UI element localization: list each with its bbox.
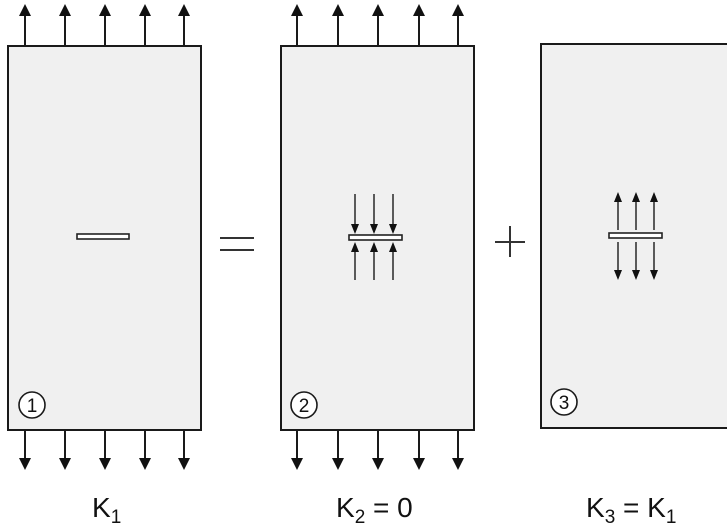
crack-2 xyxy=(348,234,403,241)
plus-sign xyxy=(495,226,525,257)
k-label-2: K2 = 0 xyxy=(336,492,413,528)
crack-opening-arrows-3 xyxy=(614,192,658,280)
k-symbol-1: K xyxy=(92,492,111,523)
k-equation-2: = 0 xyxy=(365,492,412,523)
k-symbol-3: K xyxy=(586,492,605,523)
k-equation-3: = K xyxy=(615,492,666,523)
k-subscript-3b: 1 xyxy=(666,507,677,528)
k-symbol-2: K xyxy=(336,492,355,523)
k-label-3: K3 = K1 xyxy=(586,492,676,528)
k-subscript-2: 2 xyxy=(355,507,366,528)
panel-number-circle-1 xyxy=(18,391,46,419)
panel-2: 2 xyxy=(280,4,475,470)
panel-number-1: 1 xyxy=(27,396,38,417)
panel-number-2: 2 xyxy=(299,396,310,417)
k-subscript-3: 3 xyxy=(605,507,616,528)
equals-sign xyxy=(220,237,254,251)
top-tension-arrows-1 xyxy=(19,4,190,46)
crack-closing-arrows-2 xyxy=(351,194,397,280)
panel-number-3: 3 xyxy=(559,393,570,414)
panel-1: 1 xyxy=(7,4,202,470)
top-tension-arrows-2 xyxy=(291,4,464,46)
panel-number-circle-2 xyxy=(290,391,318,419)
bottom-tension-arrows-1 xyxy=(19,430,190,470)
k-label-1: K1 xyxy=(92,492,121,528)
panel-number-circle-3 xyxy=(550,388,578,416)
k-subscript-1: 1 xyxy=(111,507,122,528)
crack-1 xyxy=(76,233,130,240)
crack-3 xyxy=(608,232,663,239)
panel-3: 3 xyxy=(540,43,727,429)
bottom-tension-arrows-2 xyxy=(291,430,464,470)
